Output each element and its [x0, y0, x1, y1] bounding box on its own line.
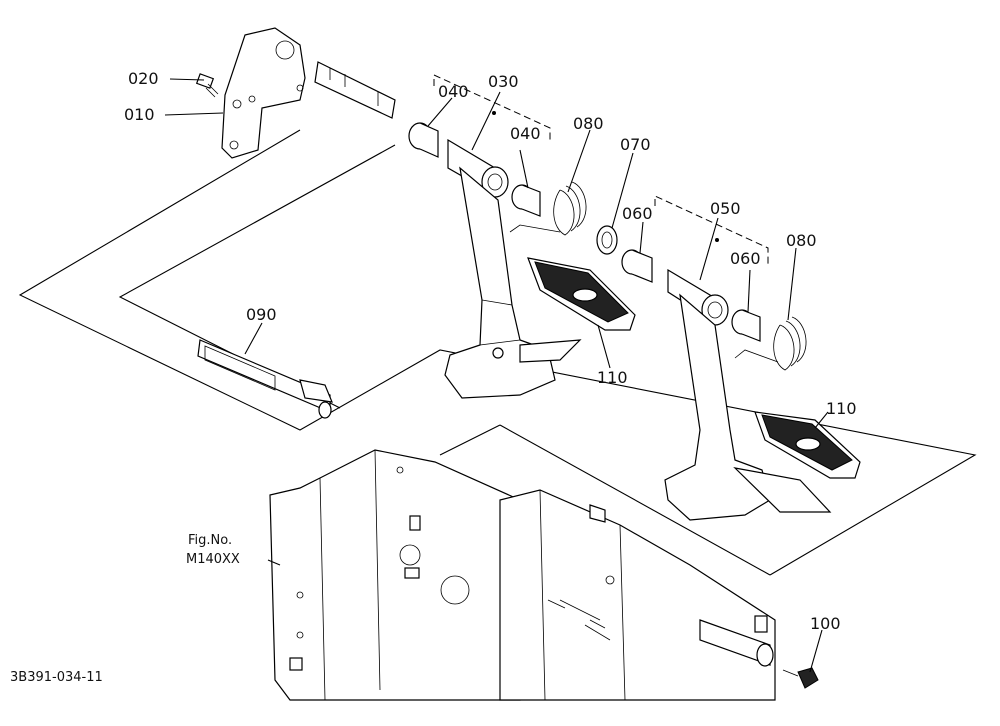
group-bracket-050	[654, 195, 769, 264]
callout-050: 050	[710, 199, 741, 218]
group-bracket-030	[433, 74, 551, 140]
callout-040-a: 040	[438, 82, 469, 101]
callout-labels: 020 010 040 030 040 080 070 060 050 060 …	[124, 69, 857, 633]
leader-lines	[164, 78, 829, 673]
bracket-plate-010	[221, 27, 396, 159]
callout-060-a: 060	[622, 204, 653, 223]
callout-100: 100	[810, 614, 841, 633]
callout-080-a: 080	[573, 114, 604, 133]
main-frame	[269, 449, 776, 701]
callout-110-a: 110	[597, 368, 628, 387]
leader-dot	[492, 111, 496, 115]
bolt-100	[782, 667, 819, 689]
leader-dot	[715, 238, 719, 242]
figure-reference: Fig.No. M140XX	[186, 533, 240, 567]
callout-110-b: 110	[826, 399, 857, 418]
drawing-number: 3B391-034-11	[10, 670, 103, 685]
pedal-arm-050	[621, 249, 861, 521]
fig-no-label: Fig.No.	[188, 533, 232, 548]
pedal-arm-030	[408, 122, 636, 399]
callout-070: 070	[620, 135, 651, 154]
rod-090	[197, 339, 333, 419]
callout-020: 020	[128, 69, 159, 88]
callout-040-b: 040	[510, 124, 541, 143]
callout-080-b: 080	[786, 231, 817, 250]
callout-060-b: 060	[730, 249, 761, 268]
fig-no-value: M140XX	[186, 552, 240, 567]
callout-010: 010	[124, 105, 155, 124]
callout-090: 090	[246, 305, 277, 324]
bolt-020	[195, 73, 219, 98]
callout-030: 030	[488, 72, 519, 91]
